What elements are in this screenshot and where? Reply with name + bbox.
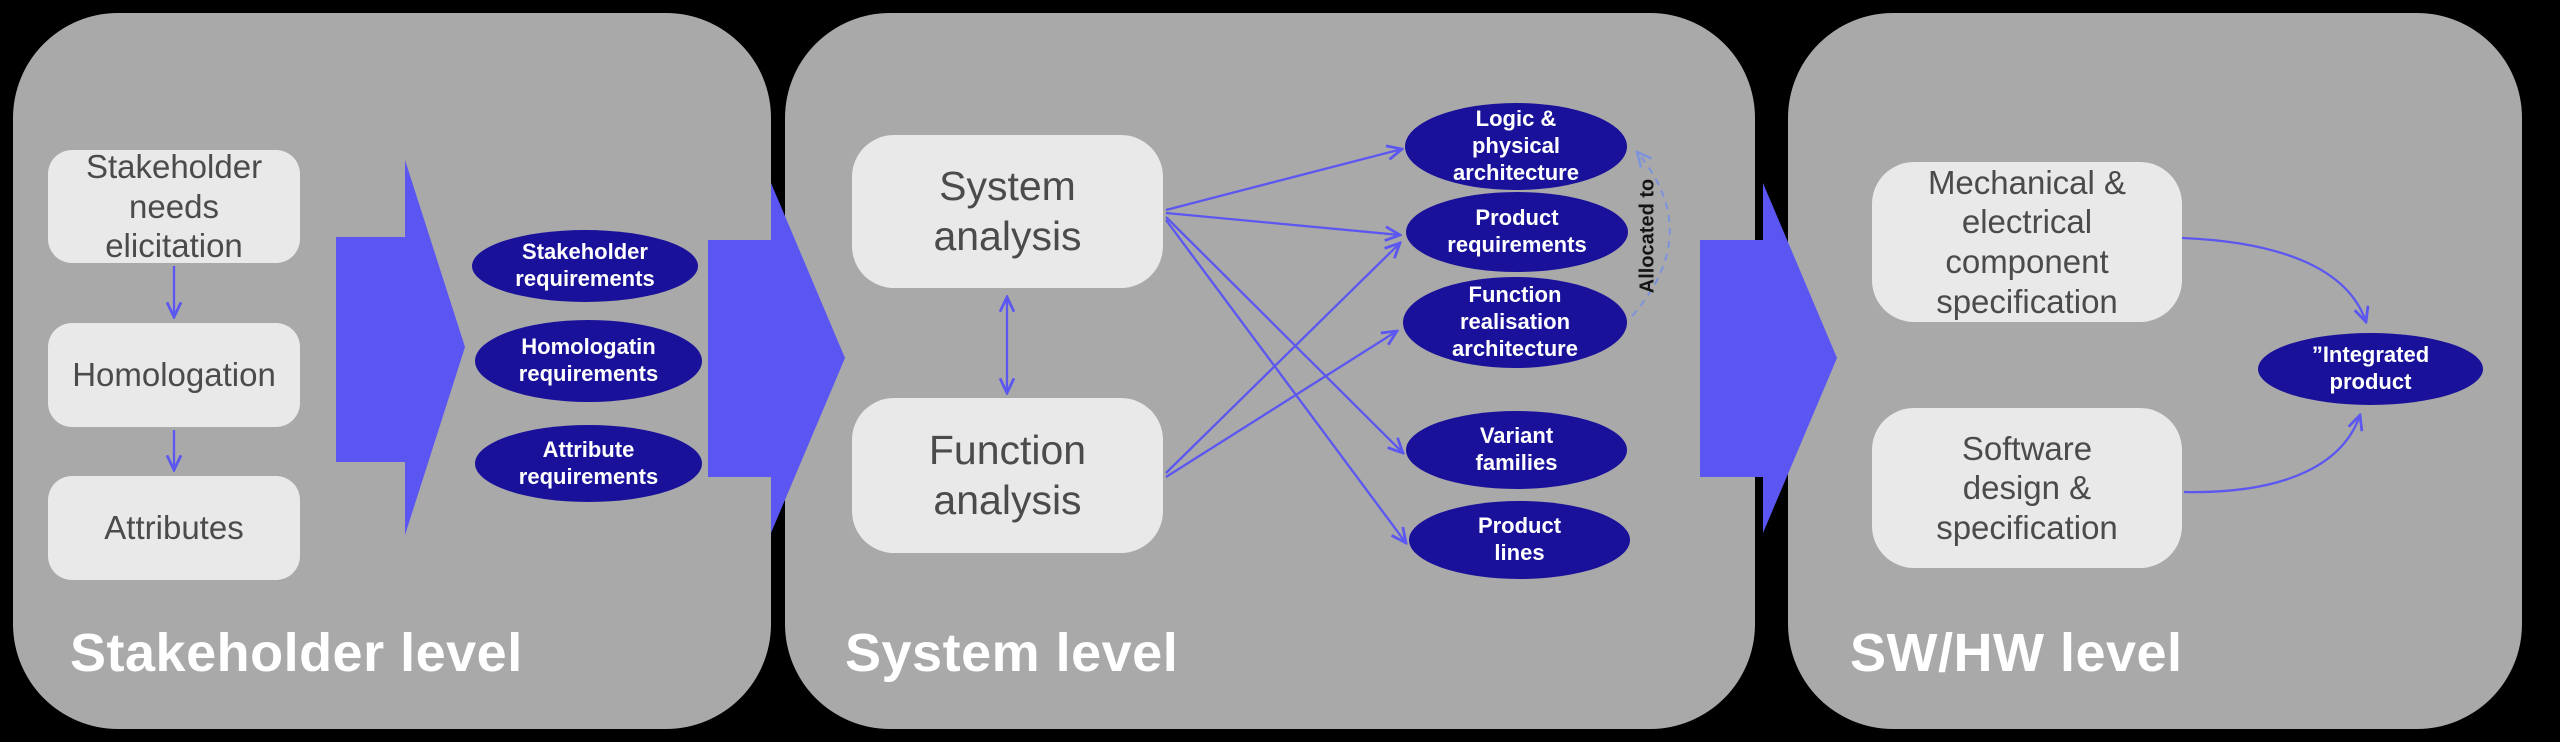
ellipse-product-lines: Product lines: [1409, 501, 1630, 579]
ellipse-homologatin-requirements: Homologatin requirements: [475, 320, 702, 402]
ellipse-stakeholder-requirements: Stakeholder requirements: [472, 230, 698, 302]
box-software-design-specification: Software design & specification: [1872, 408, 2182, 568]
ellipse-product-requirements: Product requirements: [1406, 192, 1628, 272]
box-mechanical-electrical-component-specification: Mechanical & electrical component specif…: [1872, 162, 2182, 322]
ellipse-integrated-product: ”Integrated product: [2258, 333, 2483, 405]
box-function-analysis: Function analysis: [852, 398, 1163, 553]
stakeholder-level-title: Stakeholder level: [70, 623, 523, 683]
ellipse-logic-physical-architecture: Logic & physical architecture: [1405, 103, 1627, 190]
box-homologation: Homologation: [48, 323, 300, 427]
system-level-title: System level: [845, 623, 1179, 683]
ellipse-attribute-requirements: Attribute requirements: [475, 425, 702, 502]
box-system-analysis: System analysis: [852, 135, 1163, 288]
ellipse-variant-families: Variant families: [1406, 411, 1627, 489]
box-stakeholder-needs-elicitation: Stakeholder needs elicitation: [48, 148, 300, 264]
allocated-to-label: Allocated to: [1636, 178, 1659, 294]
box-attributes: Attributes: [48, 476, 300, 580]
sw-hw-level-title: SW/HW level: [1850, 623, 2183, 683]
ellipse-function-realisation-architecture: Function realisation architecture: [1403, 277, 1627, 368]
